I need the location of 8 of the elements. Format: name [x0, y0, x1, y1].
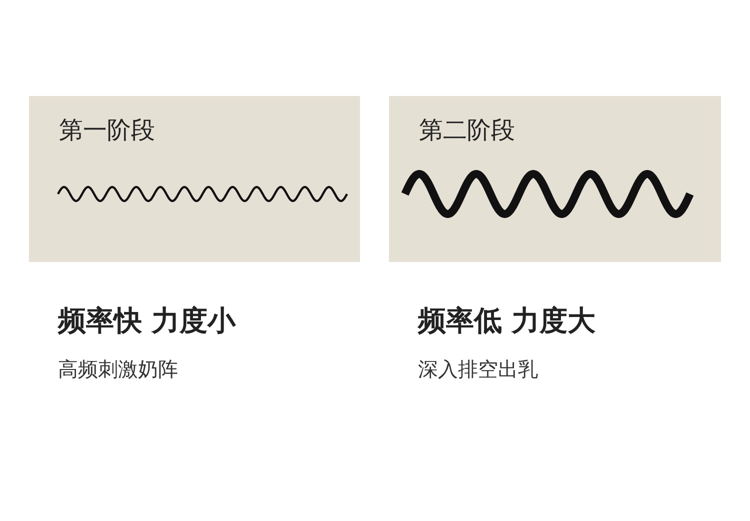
stage-panel: [29, 96, 360, 262]
stage-panel: [389, 96, 721, 262]
stage-description: 深入排空出乳: [418, 357, 538, 381]
stage-heading: 频率快 力度小: [58, 304, 236, 338]
stage-title: 第一阶段: [59, 116, 155, 145]
stage-description: 高频刺激奶阵: [58, 357, 178, 381]
stage-title: 第二阶段: [419, 116, 515, 145]
stage-heading: 频率低 力度大: [418, 304, 596, 338]
